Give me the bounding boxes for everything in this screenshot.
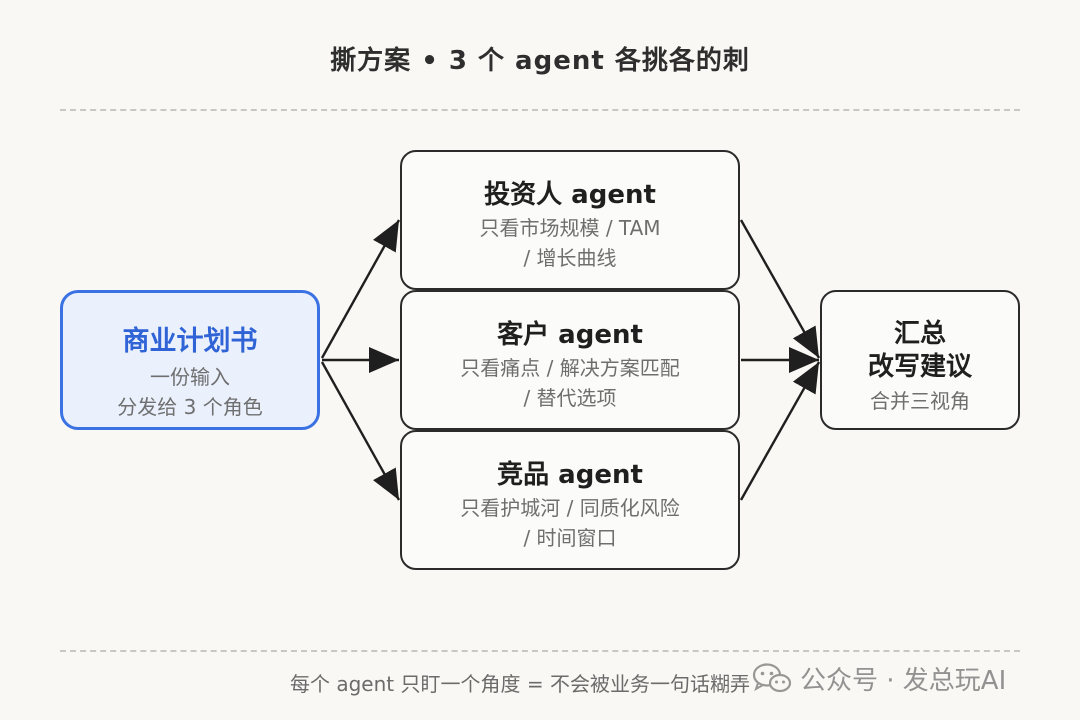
source-node-title: 商业计划书 — [122, 326, 258, 357]
source-node-business-plan: 商业计划书 一份输入 分发给 3 个角色 — [60, 290, 320, 430]
agent-node-competitor: 竞品 agent 只看护城河 / 同质化风险 / 时间窗口 — [400, 430, 740, 570]
arrow-investor-to-merge — [739, 219, 821, 359]
wechat-icon — [752, 662, 792, 692]
agent-node-title: 客户 agent — [497, 320, 643, 350]
agent-node-investor: 投资人 agent 只看市场规模 / TAM / 增长曲线 — [400, 150, 740, 290]
agent-node-line-1: 只看市场规模 / TAM — [479, 216, 661, 240]
watermark-text: 公众号 · 发总玩AI — [800, 666, 1007, 696]
merge-node-summary: 汇总 改写建议 合并三视角 — [820, 290, 1020, 430]
merge-node-subtitle: 合并三视角 — [870, 389, 970, 413]
page-title: 撕方案 • 3 个 agent 各挑各的刺 — [330, 46, 750, 76]
watermark: 公众号 · 发总玩AI — [752, 660, 1006, 697]
bottom-divider — [60, 650, 1020, 652]
source-node-line-2: 分发给 3 个角色 — [117, 395, 263, 419]
agent-node-customer: 客户 agent 只看痛点 / 解决方案匹配 / 替代选项 — [400, 290, 740, 430]
agent-node-line-2: / 时间窗口 — [523, 526, 617, 550]
merge-node-title-line-2: 改写建议 — [867, 352, 972, 382]
agent-node-line-1: 只看痛点 / 解决方案匹配 — [460, 356, 680, 380]
arrow-source-to-competitor — [320, 361, 401, 501]
agent-node-title: 投资人 agent — [484, 180, 656, 210]
agent-node-line-2: / 替代选项 — [523, 386, 617, 410]
agent-node-line-2: / 增长曲线 — [523, 246, 617, 270]
arrow-competitor-to-merge — [739, 361, 821, 501]
agent-node-line-1: 只看护城河 / 同质化风险 — [460, 496, 680, 520]
top-divider — [60, 109, 1020, 111]
arrow-source-to-investor — [320, 219, 401, 359]
merge-node-title-line-1: 汇总 — [893, 319, 946, 349]
footer-caption: 每个 agent 只盯一个角度 = 不会被业务一句话糊弄 — [290, 672, 750, 696]
source-node-line-1: 一份输入 — [150, 365, 230, 389]
agent-node-title: 竞品 agent — [497, 460, 643, 490]
